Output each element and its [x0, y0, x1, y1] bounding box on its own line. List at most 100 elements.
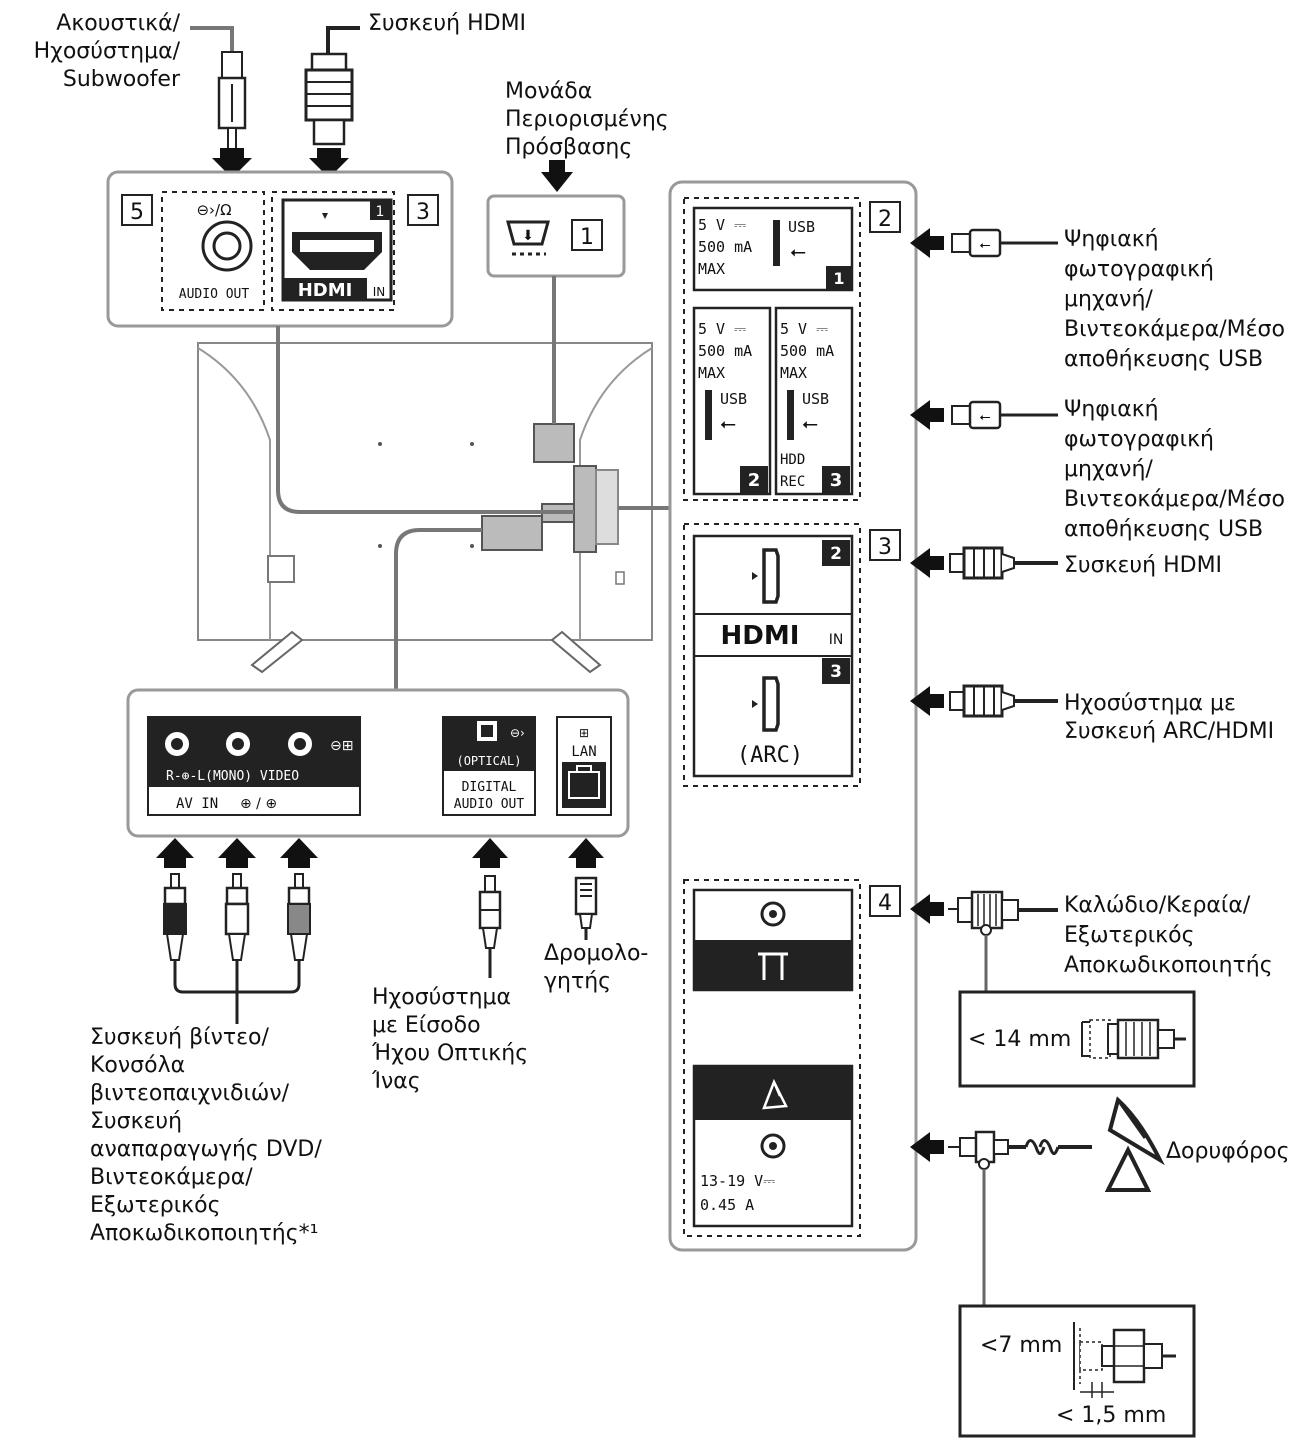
svg-text:< 14 mm: < 14 mm	[968, 1027, 1071, 1052]
usb-device-1-label: Ψηφιακή φωτογραφική μηχανή/ Βιντεοκάμερα…	[1064, 227, 1285, 372]
svg-text:MAX: MAX	[698, 260, 725, 278]
svg-text:5 V ⎓: 5 V ⎓	[780, 320, 828, 338]
svg-text:Αποκωδικοποιητής: Αποκωδικοποιητής	[1064, 953, 1273, 978]
svg-text:5: 5	[130, 200, 144, 225]
svg-text:REC: REC	[780, 474, 805, 490]
svg-text:2: 2	[748, 470, 761, 491]
svg-text:3: 3	[830, 662, 842, 682]
svg-text:φωτογραφική: φωτογραφική	[1064, 257, 1214, 282]
arrow-up-icon	[568, 838, 604, 868]
tv-back	[197, 342, 653, 674]
svg-text:1: 1	[376, 204, 385, 220]
svg-text:(OPTICAL): (OPTICAL)	[456, 754, 521, 768]
hdmi-plug-icon	[304, 26, 360, 146]
usb-device-2-label: Ψηφιακή φωτογραφική μηχανή/ Βιντεοκάμερα…	[1064, 397, 1285, 542]
svg-text:USB: USB	[720, 390, 747, 408]
f-plug-detail-icon	[1073, 1322, 1176, 1398]
panel-number-3	[869, 529, 901, 561]
svg-text:Βιντεοκάμερα/: Βιντεοκάμερα/	[90, 1165, 253, 1190]
f-plug-icon	[948, 1130, 1092, 1306]
svg-text:(ARC): (ARC)	[737, 743, 803, 768]
svg-text:USB: USB	[802, 390, 829, 408]
arrow-down-icon	[541, 160, 573, 192]
arrow-left-icon	[910, 686, 944, 716]
svg-text:MAX: MAX	[780, 364, 807, 382]
audio-hdmi-panel	[106, 170, 454, 328]
svg-text:HDMI: HDMI	[298, 280, 353, 301]
svg-text:Συσκευή ARC/HDMI: Συσκευή ARC/HDMI	[1064, 719, 1274, 744]
antenna-group	[683, 879, 861, 1237]
arrow-down-icon	[309, 148, 349, 178]
arrow-up-icon	[472, 838, 508, 868]
satellite-label: Δορυφόρος	[1166, 1139, 1290, 1164]
svg-text:⊖⊞: ⊖⊞	[330, 738, 353, 754]
svg-text:500 mA: 500 mA	[698, 238, 752, 256]
svg-text:⊕ / ⊕: ⊕ / ⊕	[240, 796, 277, 812]
svg-text:Ψηφιακή: Ψηφιακή	[1064, 227, 1159, 252]
svg-text:< 1,5 mm: < 1,5 mm	[1056, 1403, 1166, 1428]
svg-text:αποθήκευσης USB: αποθήκευσης USB	[1064, 517, 1263, 542]
optical-plug-icon	[478, 875, 502, 978]
hdmi-logo	[283, 278, 367, 300]
audio-out-group	[161, 191, 265, 311]
svg-text:500 mA: 500 mA	[780, 342, 834, 360]
svg-text:Βιντεοκάμερα/Μέσο: Βιντεοκάμερα/Μέσο	[1064, 487, 1285, 512]
svg-text:Ακουστικά/: Ακουστικά/	[56, 11, 180, 36]
svg-text:5 V ⎓: 5 V ⎓	[698, 216, 746, 234]
hdmi-device-label: Συσκευή HDMI	[368, 11, 526, 36]
svg-text:HDD: HDD	[780, 452, 805, 468]
svg-text:4: 4	[878, 891, 892, 916]
usb-plug-icon: ⭠	[951, 400, 1058, 430]
svg-text:Αποκωδικοποιητής*¹: Αποκωδικοποιητής*¹	[90, 1221, 319, 1246]
arrow-up-icon	[280, 838, 318, 868]
svg-text:Βιντεοκάμερα/Μέσο: Βιντεοκάμερα/Μέσο	[1064, 317, 1285, 342]
coax-detail-icon	[1081, 1018, 1186, 1060]
svg-text:1: 1	[833, 269, 844, 288]
usb-plug-icon: ⭠	[951, 228, 1058, 258]
hdmi-group	[683, 523, 861, 787]
svg-text:Subwoofer: Subwoofer	[63, 67, 181, 92]
panel-number-4	[869, 885, 901, 917]
svg-text:1: 1	[580, 225, 594, 250]
panel-number-1	[571, 219, 603, 251]
lan-port[interactable]	[568, 765, 600, 799]
headphone-jack-icon	[190, 26, 247, 153]
satellite-dish-icon	[1104, 1096, 1165, 1192]
av-port-labels: R-⊕-L(MONO) VIDEO	[166, 769, 299, 784]
svg-text:μηχανή/: μηχανή/	[1064, 457, 1153, 482]
arrow-down-icon	[212, 148, 252, 178]
svg-text:3: 3	[878, 535, 892, 560]
svg-text:Ίνας: Ίνας	[371, 1069, 421, 1094]
optical-device-label: Ηχοσύστημα με Είσοδο Ήχου Οπτικής Ίνας	[371, 985, 528, 1094]
svg-text:Εξωτερικός: Εξωτερικός	[90, 1193, 220, 1218]
cam-slot-icon[interactable]	[506, 220, 550, 246]
svg-text:USB: USB	[788, 218, 815, 236]
svg-text:Ηχοσύστημα/: Ηχοσύστημα/	[34, 39, 181, 64]
svg-text:DIGITAL: DIGITAL	[462, 780, 517, 795]
svg-text:⭠: ⭠	[979, 409, 990, 425]
cam-panel	[486, 194, 626, 278]
panel-number-3	[407, 194, 439, 226]
arc-device-label: Ηχοσύστημα με Συσκευή ARC/HDMI	[1064, 691, 1274, 744]
svg-text:2: 2	[830, 544, 842, 564]
svg-text:Συσκευή βίντεο/: Συσκευή βίντεο/	[90, 1025, 269, 1050]
av-in-label: AV IN	[176, 796, 218, 812]
svg-text:0.45 A: 0.45 A	[700, 1196, 754, 1214]
svg-text:Περιορισμένης: Περιορισμένης	[505, 107, 669, 132]
satellite-port-icon	[762, 1078, 788, 1110]
svg-text:φωτογραφική: φωτογραφική	[1064, 427, 1214, 452]
svg-text:⊖›/Ω: ⊖›/Ω	[196, 201, 231, 219]
svg-text:αναπαραγωγής DVD/: αναπαραγωγής DVD/	[90, 1137, 322, 1162]
arrow-up-icon	[156, 838, 194, 868]
arrow-up-icon	[218, 838, 256, 868]
svg-text:13-19 V⎓: 13-19 V⎓	[700, 1172, 775, 1190]
svg-text:Ηχοσύστημα με: Ηχοσύστημα με	[1064, 691, 1236, 716]
hdmi-logo: HDMI	[721, 621, 800, 651]
usb-symbol-icon: ⭠	[720, 411, 736, 435]
svg-text:γητής: γητής	[544, 969, 611, 994]
svg-text:IN: IN	[829, 632, 844, 648]
svg-text:Ηχοσύστημα: Ηχοσύστημα	[372, 985, 511, 1010]
panel-number-2	[869, 201, 901, 233]
svg-text:<7 mm: <7 mm	[980, 1333, 1062, 1358]
antenna-label: Καλώδιο/Κεραία/ Εξωτερικός Αποκωδικοποιη…	[1064, 893, 1273, 978]
